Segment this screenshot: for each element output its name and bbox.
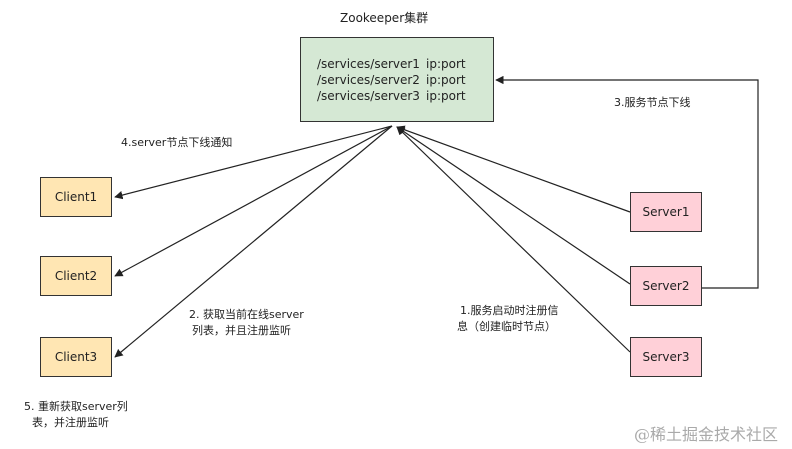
label-step3: 3.服务节点下线 <box>614 96 691 109</box>
server1-box: Server1 <box>630 192 702 232</box>
label-step2-line1: 2. 获取当前在线server <box>189 308 304 321</box>
label-step1-line2: 息（创建临时节点） <box>457 320 556 333</box>
label-step2-line2: 列表，并且注册监听 <box>192 324 291 337</box>
arrow-zk-to-client3 <box>114 125 393 358</box>
server2-box: Server2 <box>630 266 702 306</box>
arrow-server2-to-zk <box>396 126 631 285</box>
label-step5-line2: 表，并注册监听 <box>32 416 109 429</box>
cluster-title: Zookeeper集群 <box>340 11 429 25</box>
server3-box: Server3 <box>630 337 702 377</box>
arrow-server3-to-zk <box>396 126 631 353</box>
arrow-server1-to-zk <box>396 125 631 213</box>
label-step4: 4.server节点下线通知 <box>121 136 233 149</box>
label-step1: 1.服务启动时注册信 息（创建临时节点） <box>457 303 559 335</box>
client3-box: Client3 <box>40 337 112 377</box>
client1-box: Client1 <box>40 177 112 217</box>
watermark-text: @稀土掘金技术社区 <box>633 425 778 444</box>
label-step2: 2. 获取当前在线server 列表，并且注册监听 <box>189 307 304 339</box>
client2-box: Client2 <box>40 256 112 296</box>
arrow-zk-to-client1 <box>114 125 393 200</box>
arrow-zk-to-client2 <box>114 125 393 277</box>
label-step5: 5. 重新获取server列 表，并注册监听 <box>24 399 128 431</box>
arrow-server2-offline <box>495 75 759 289</box>
label-step5-line1: 5. 重新获取server列 <box>24 400 128 413</box>
label-step1-line1: 1.服务启动时注册信 <box>460 304 559 317</box>
